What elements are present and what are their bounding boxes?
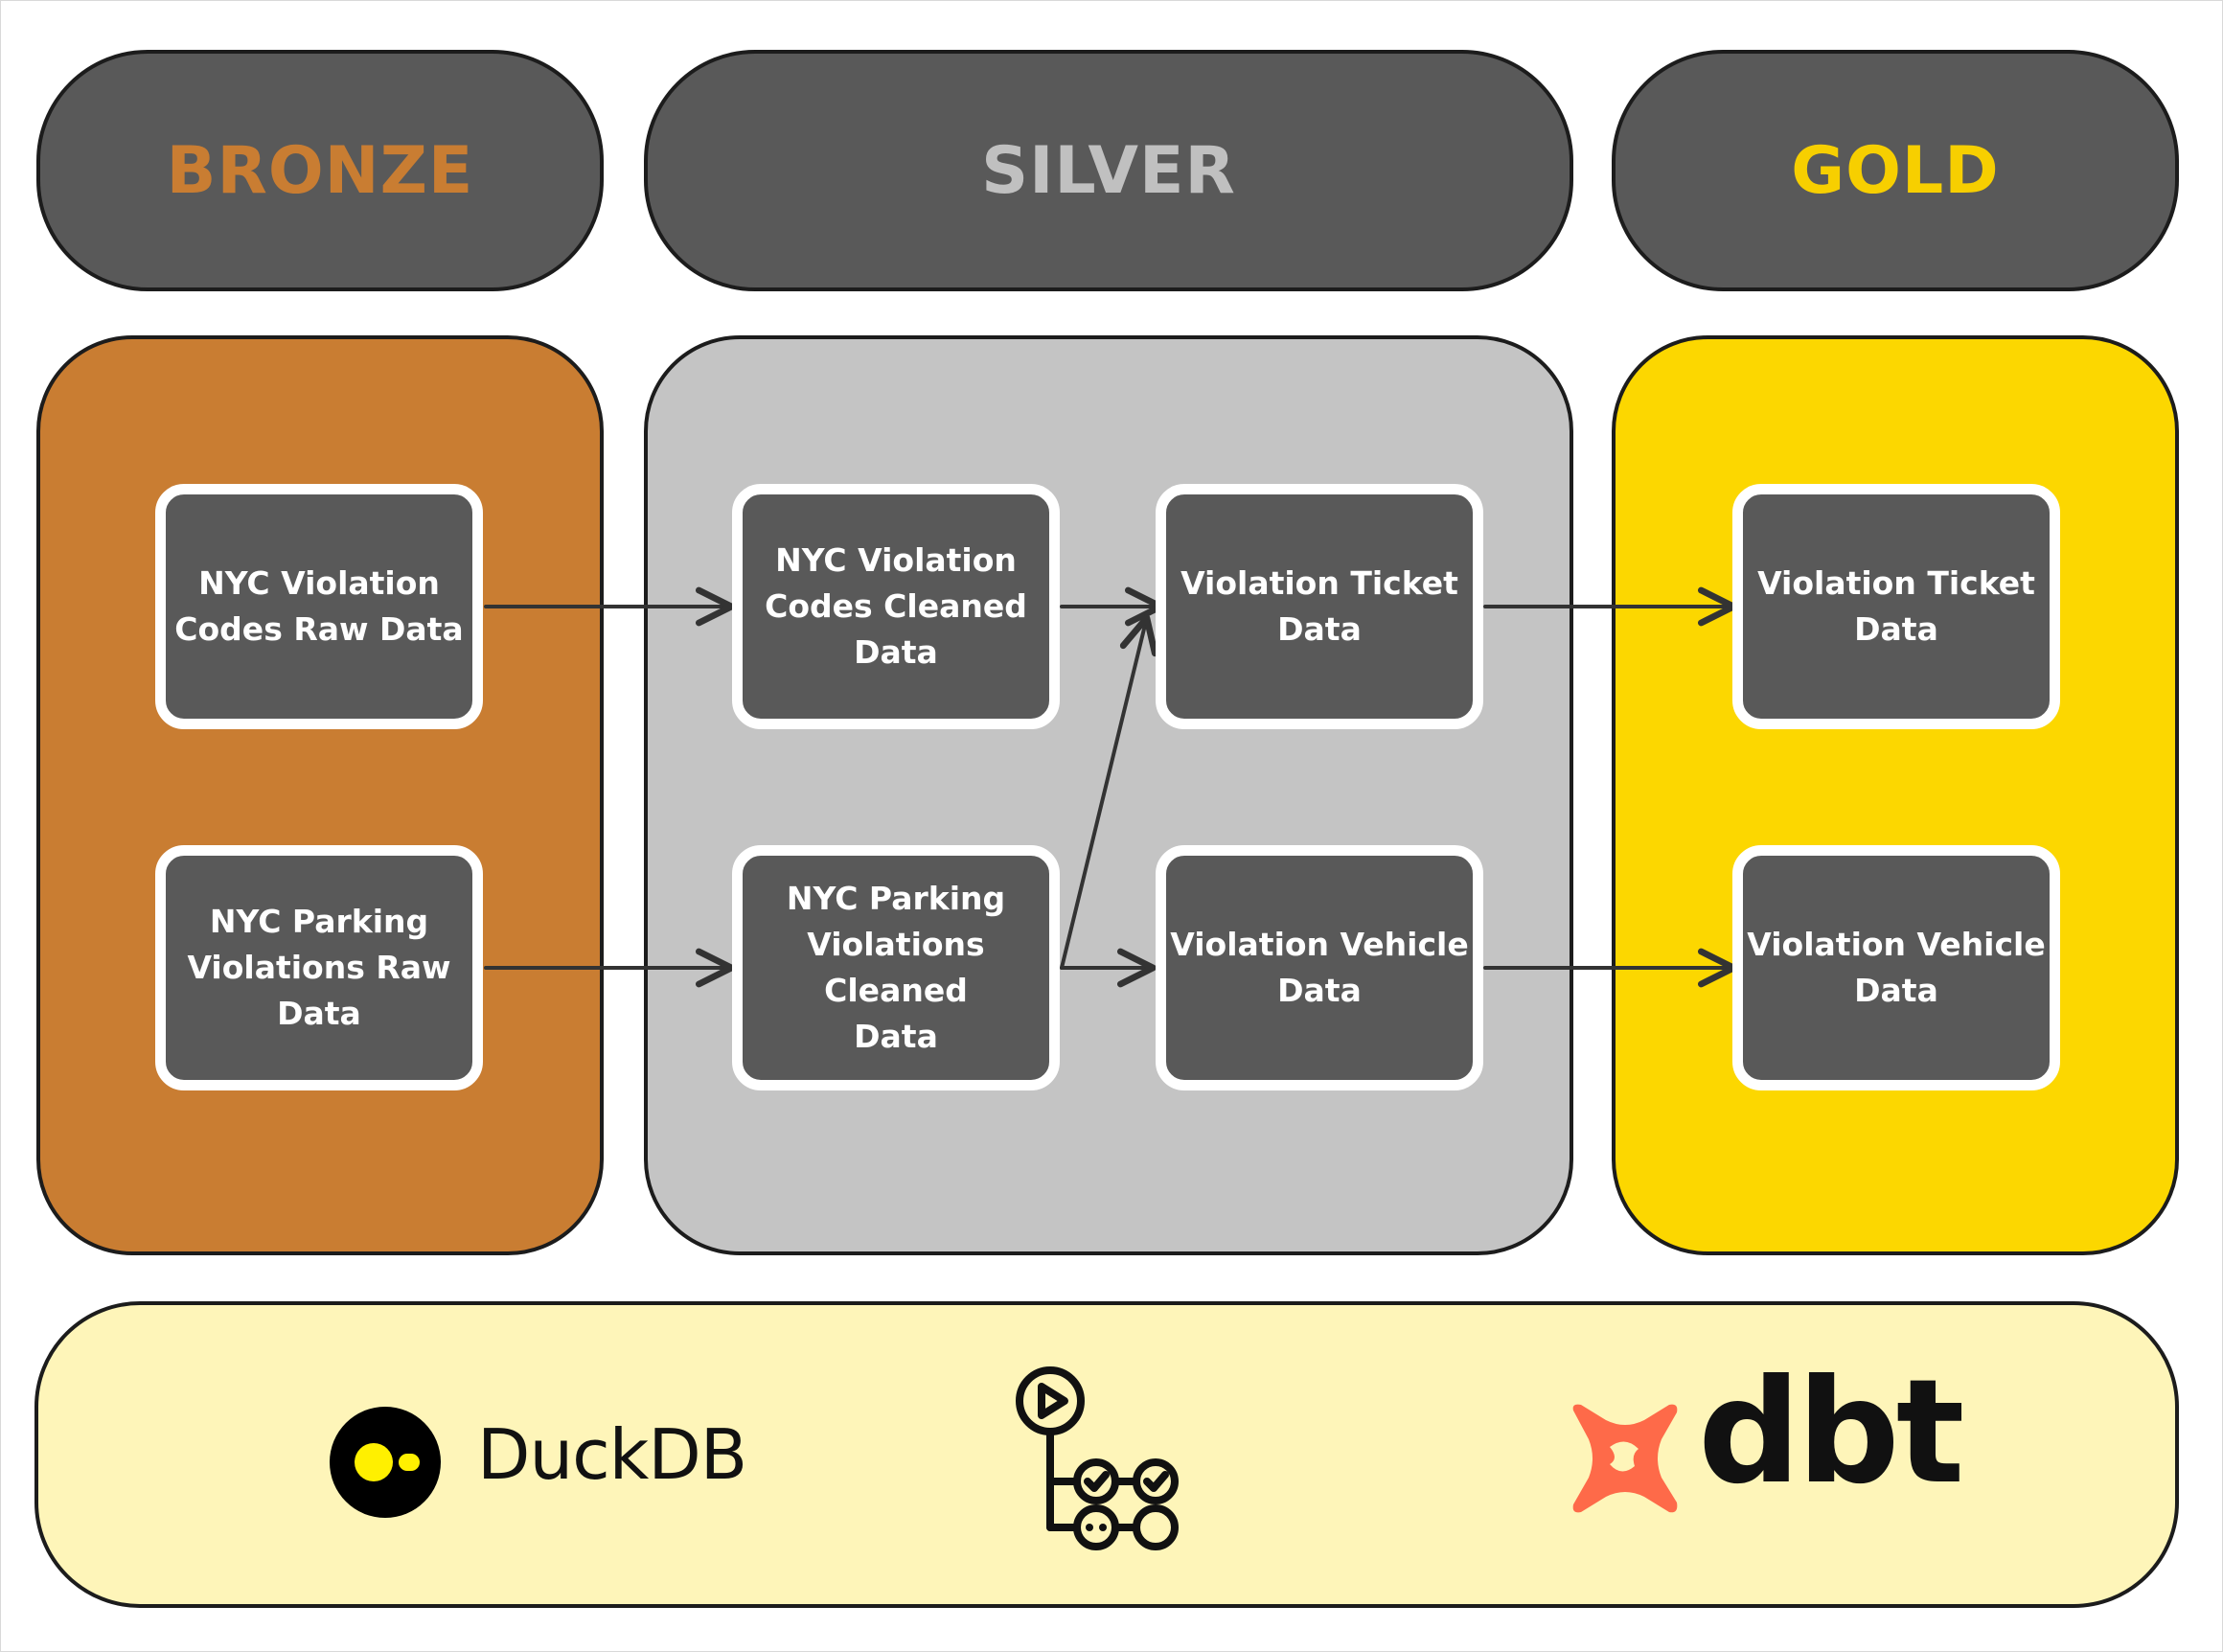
bronze-header: BRONZE [36, 50, 604, 291]
silver-title: SILVER [981, 132, 1236, 209]
gold-title: GOLD [1791, 132, 2000, 209]
node-gold-violation-ticket: Violation Ticket Data [1732, 484, 2060, 729]
tools-footer: DuckDB [34, 1301, 2179, 1608]
node-silver-violation-ticket: Violation Ticket Data [1156, 484, 1483, 729]
dbt-logo-icon [1572, 1404, 1678, 1513]
bronze-title: BRONZE [166, 132, 474, 209]
node-nyc-parking-violations-cleaned: NYC Parking Violations Cleaned Data [732, 845, 1060, 1090]
dbt-label: dbt [1698, 1349, 1964, 1516]
node-nyc-parking-violations-raw: NYC Parking Violations Raw Data [155, 845, 483, 1090]
gold-header: GOLD [1612, 50, 2179, 291]
arrow-silver-violations-to-silver-ticket [1060, 614, 1158, 970]
silver-header: SILVER [644, 50, 1573, 291]
workflow-actions-icon [1016, 1366, 1179, 1550]
node-gold-violation-vehicle: Violation Vehicle Data [1732, 845, 2060, 1090]
node-nyc-violation-codes-raw: NYC Violation Codes Raw Data [155, 484, 483, 729]
duckdb-label: DuckDB [477, 1414, 747, 1495]
node-silver-violation-vehicle: Violation Vehicle Data [1156, 845, 1483, 1090]
duckdb-logo-icon [330, 1407, 441, 1518]
node-nyc-violation-codes-cleaned: NYC Violation Codes Cleaned Data [732, 484, 1060, 729]
